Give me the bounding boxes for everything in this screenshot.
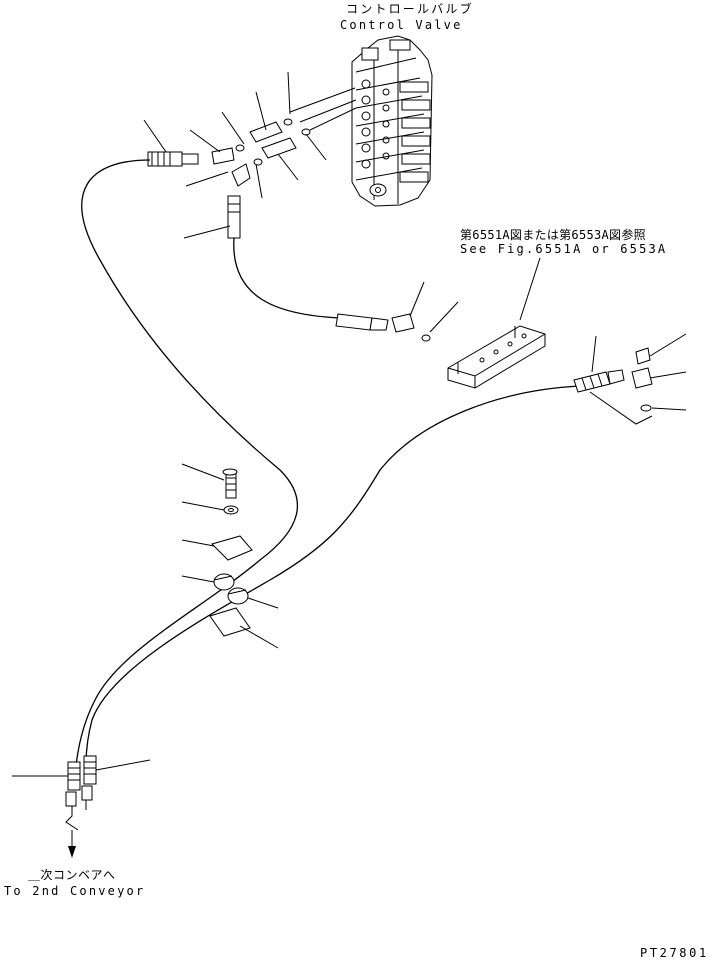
hoses	[75, 159, 581, 766]
leader-lines	[12, 71, 687, 777]
bottom-hose-ends	[65, 755, 97, 858]
right-fittings	[573, 347, 653, 425]
drawing-code: PT27801	[640, 946, 709, 960]
clamp-assembly	[209, 468, 253, 637]
control-valve-label-jp: コントロールバルブ	[346, 2, 474, 16]
to-conveyor-label-en: To 2nd Conveyor	[4, 884, 146, 898]
control-valve	[351, 35, 433, 207]
see-fig-label-en: See Fig.6551A or 6553A	[460, 242, 668, 256]
valve-fittings	[147, 87, 357, 239]
middle-hose-ends	[335, 313, 431, 342]
bracket	[447, 325, 546, 389]
control-valve-label-en: Control Valve	[340, 18, 463, 32]
see-fig-label-jp: 第6551A図または第6553A図参照	[460, 228, 646, 242]
to-conveyor-label-jp: ＿次コンベアへ	[28, 868, 116, 882]
